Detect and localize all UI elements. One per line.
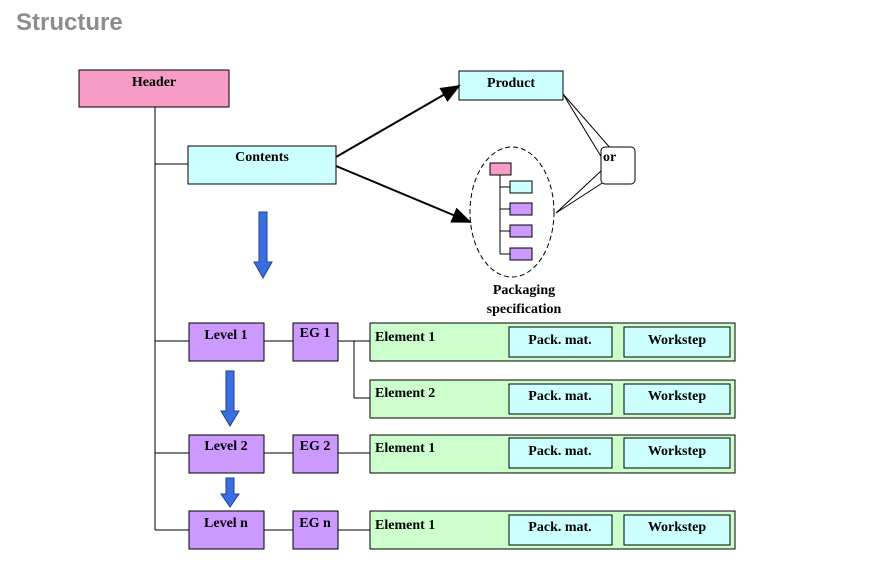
or-callout: or: [555, 93, 636, 214]
down-arrow-icon: [253, 211, 273, 280]
contents-box: Contents: [187, 145, 337, 185]
level-row-n: Level n EG n Element 1 Pack. mat. Workst…: [188, 510, 736, 550]
packaging-spec-icon: [469, 146, 555, 278]
pack-mat-box: [508, 514, 613, 546]
packaging-spec-label-line1: Packaging: [493, 283, 555, 298]
product-label: Product: [487, 76, 535, 91]
workstep-label: Workstep: [648, 520, 707, 535]
level-row-2: Level 2 EG 2 Element 1 Pack. mat. Workst…: [188, 434, 736, 474]
level-label: Level n: [204, 516, 248, 531]
pack-mat-box: [508, 437, 613, 469]
pack-mat-label: Pack. mat.: [528, 389, 591, 404]
eg-label: EG 2: [300, 439, 331, 454]
arrow-to-packaging: [335, 165, 472, 223]
eg-box: [292, 510, 339, 550]
level-row-1: Level 1 EG 1 Element 1 Pack. mat. Workst…: [188, 322, 736, 419]
level-label: Level 2: [204, 439, 247, 454]
level-box: [188, 322, 265, 362]
product-box: Product: [458, 70, 564, 101]
down-arrow-icon: [220, 477, 240, 508]
level-label: Level 1: [204, 328, 247, 343]
pack-mat-label: Pack. mat.: [528, 333, 591, 348]
eg-label: EG n: [299, 516, 331, 531]
eg-label: EG 1: [300, 326, 331, 341]
workstep-label: Workstep: [648, 389, 707, 404]
header-label: Header: [132, 75, 176, 90]
header-box: Header: [78, 69, 230, 108]
element-label: Element 1: [375, 330, 435, 345]
contents-label: Contents: [235, 150, 289, 165]
level-box: [188, 510, 265, 550]
pack-mat-box: [508, 383, 613, 415]
element-label: Element 1: [375, 441, 435, 456]
page-title: Structure: [16, 9, 123, 36]
workstep-box: [623, 437, 731, 469]
packaging-spec-label-line2: specification: [487, 302, 562, 317]
pack-mat-label: Pack. mat.: [528, 444, 591, 459]
eg-box: [292, 434, 339, 474]
workstep-box: [623, 383, 731, 415]
eg-box: [292, 322, 339, 362]
element-label: Element 1: [375, 518, 435, 533]
element-label: Element 2: [375, 386, 435, 401]
pack-mat-label: Pack. mat.: [528, 520, 591, 535]
workstep-label: Workstep: [648, 333, 707, 348]
or-label: or: [603, 150, 616, 165]
workstep-label: Workstep: [648, 444, 707, 459]
arrow-to-product: [335, 85, 461, 158]
pack-mat-box: [508, 326, 613, 358]
workstep-box: [623, 326, 731, 358]
workstep-box: [623, 514, 731, 546]
level-box: [188, 434, 265, 474]
down-arrow-icon: [220, 370, 240, 427]
